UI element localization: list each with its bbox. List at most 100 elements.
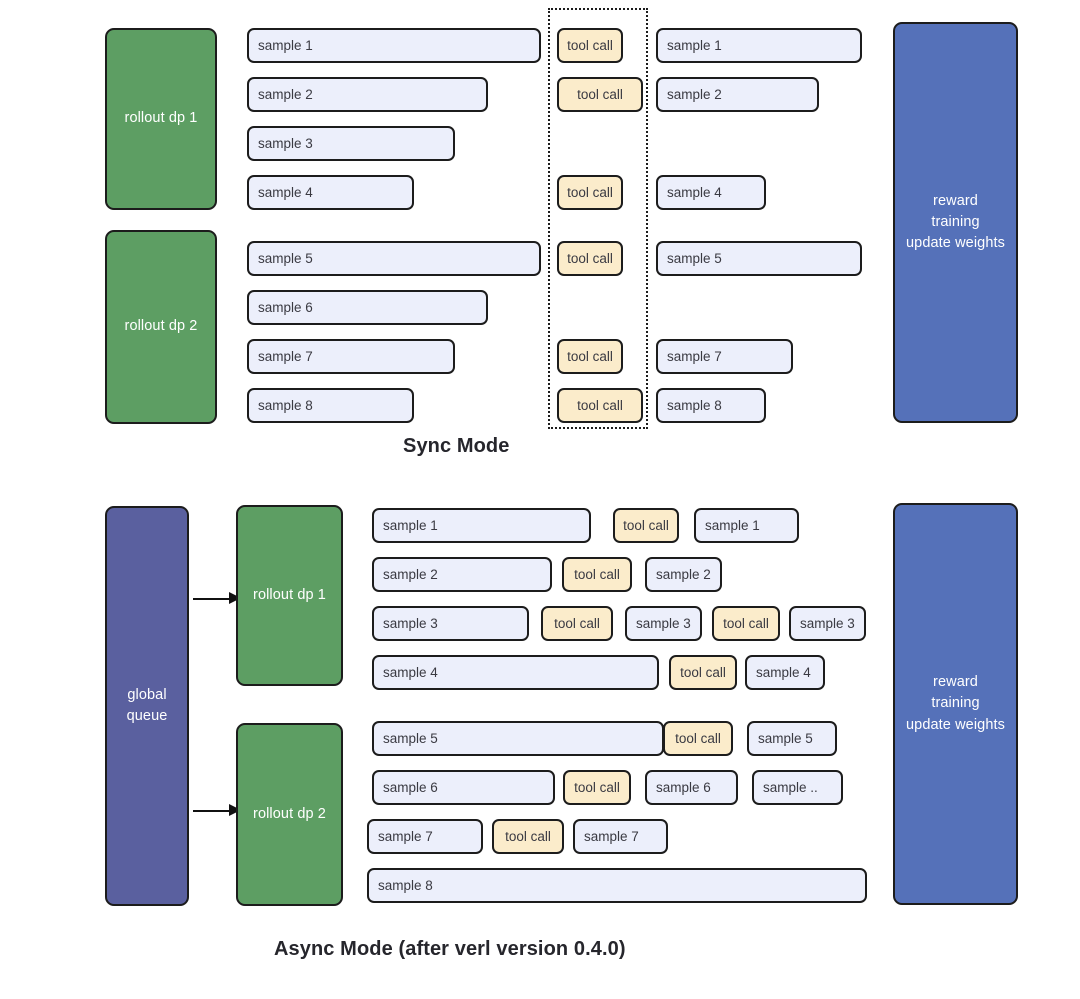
sync-sample-after-bar[interactable]: sample 8 <box>656 388 766 423</box>
async-segment-label: sample 2 <box>656 567 711 582</box>
async-segment-label: sample 8 <box>378 878 433 893</box>
sync-sample-label: sample 7 <box>258 349 313 364</box>
async-reward-line: training <box>931 695 980 712</box>
sync-sample-after-label: sample 4 <box>667 185 722 200</box>
sync-reward-line: training <box>931 213 980 230</box>
sync-tool-call-pill[interactable]: tool call <box>557 388 643 423</box>
sync-tool-call-pill[interactable]: tool call <box>557 175 623 210</box>
sync-tool-call-pill[interactable]: tool call <box>557 28 623 63</box>
sync-sample-after-bar[interactable]: sample 1 <box>656 28 862 63</box>
async-reward-block[interactable]: reward training update weights <box>893 503 1018 905</box>
async-segment-label: tool call <box>723 616 769 631</box>
async-sample-bar[interactable]: sample 3 <box>789 606 866 641</box>
sync-sample-label: sample 6 <box>258 300 313 315</box>
async-segment-label: tool call <box>680 665 726 680</box>
sync-tool-call-label: tool call <box>567 38 613 53</box>
sync-sample-bar[interactable]: sample 2 <box>247 77 488 112</box>
sync-tool-call-pill[interactable]: tool call <box>557 339 623 374</box>
async-sample-bar[interactable]: sample 4 <box>372 655 659 690</box>
async-sample-bar[interactable]: sample 7 <box>573 819 668 854</box>
async-segment-label: sample 4 <box>756 665 811 680</box>
sync-tool-call-label: tool call <box>567 185 613 200</box>
sync-sample-after-label: sample 1 <box>667 38 722 53</box>
async-global-queue-block[interactable]: global queue <box>105 506 189 906</box>
async-segment-label: tool call <box>574 567 620 582</box>
sync-sample-bar[interactable]: sample 1 <box>247 28 541 63</box>
sync-sample-bar[interactable]: sample 8 <box>247 388 414 423</box>
sync-sample-bar[interactable]: sample 3 <box>247 126 455 161</box>
async-segment-label: tool call <box>554 616 600 631</box>
sync-sample-after-label: sample 8 <box>667 398 722 413</box>
async-rollout-dp-1-block[interactable]: rollout dp 1 <box>236 505 343 686</box>
sync-sample-label: sample 5 <box>258 251 313 266</box>
async-sample-bar[interactable]: sample 2 <box>645 557 722 592</box>
async-segment-label: tool call <box>675 731 721 746</box>
sync-sample-after-bar[interactable]: sample 2 <box>656 77 819 112</box>
async-segment-label: sample 4 <box>383 665 438 680</box>
async-segment-label: sample 6 <box>383 780 438 795</box>
async-sample-bar[interactable]: sample .. <box>752 770 843 805</box>
sync-rollout-dp-1-label: rollout dp 1 <box>124 110 198 127</box>
async-tool-call-pill[interactable]: tool call <box>492 819 564 854</box>
async-sample-bar[interactable]: sample 8 <box>367 868 867 903</box>
async-segment-label: sample 7 <box>584 829 639 844</box>
async-rollout-dp-2-label: rollout dp 2 <box>253 805 326 822</box>
sync-sample-bar[interactable]: sample 4 <box>247 175 414 210</box>
sync-rollout-dp-1-block[interactable]: rollout dp 1 <box>105 28 217 210</box>
async-tool-call-pill[interactable]: tool call <box>712 606 780 641</box>
async-segment-label: tool call <box>623 518 669 533</box>
async-sample-bar[interactable]: sample 3 <box>372 606 529 641</box>
sync-rollout-dp-2-block[interactable]: rollout dp 2 <box>105 230 217 424</box>
sync-reward-line: update weights <box>906 235 1005 251</box>
async-sample-bar[interactable]: sample 5 <box>372 721 664 756</box>
async-segment-label: sample 3 <box>636 616 691 631</box>
sync-tool-call-label: tool call <box>567 349 613 364</box>
sync-mode-caption: Sync Mode <box>403 435 510 457</box>
async-segment-label: sample 3 <box>800 616 855 631</box>
async-reward-line: update weights <box>906 716 1005 733</box>
sync-sample-bar[interactable]: sample 5 <box>247 241 541 276</box>
sync-rollout-dp-2-label: rollout dp 2 <box>124 318 198 335</box>
sync-sample-after-label: sample 7 <box>667 349 722 364</box>
sync-sample-after-bar[interactable]: sample 5 <box>656 241 862 276</box>
async-segment-label: sample 5 <box>383 731 438 746</box>
async-sample-bar[interactable]: sample 3 <box>625 606 702 641</box>
async-tool-call-pill[interactable]: tool call <box>541 606 613 641</box>
async-tool-call-pill[interactable]: tool call <box>563 770 631 805</box>
async-sample-bar[interactable]: sample 7 <box>367 819 483 854</box>
async-mode-caption: Async Mode (after verl version 0.4.0) <box>274 938 626 960</box>
async-tool-call-pill[interactable]: tool call <box>562 557 632 592</box>
async-segment-label: sample 1 <box>383 518 438 533</box>
async-tool-call-pill[interactable]: tool call <box>663 721 733 756</box>
sync-sample-after-bar[interactable]: sample 4 <box>656 175 766 210</box>
async-sample-bar[interactable]: sample 5 <box>747 721 837 756</box>
sync-sample-label: sample 1 <box>258 38 313 53</box>
async-tool-call-pill[interactable]: tool call <box>613 508 679 543</box>
async-sample-bar[interactable]: sample 2 <box>372 557 552 592</box>
async-sample-bar[interactable]: sample 6 <box>645 770 738 805</box>
async-global-queue-line: global <box>127 686 167 703</box>
sync-sample-bar[interactable]: sample 6 <box>247 290 488 325</box>
async-sample-bar[interactable]: sample 1 <box>372 508 591 543</box>
sync-sample-after-label: sample 5 <box>667 251 722 266</box>
sync-tool-call-label: tool call <box>567 251 613 266</box>
sync-tool-call-pill[interactable]: tool call <box>557 77 643 112</box>
sync-sample-bar[interactable]: sample 7 <box>247 339 455 374</box>
sync-reward-block[interactable]: reward training update weights <box>893 22 1018 423</box>
async-sample-bar[interactable]: sample 4 <box>745 655 825 690</box>
async-segment-label: sample 7 <box>378 829 433 844</box>
sync-toolcall-group-outline <box>548 8 648 429</box>
async-rollout-dp-2-block[interactable]: rollout dp 2 <box>236 723 343 906</box>
async-sample-bar[interactable]: sample 1 <box>694 508 799 543</box>
async-segment-label: sample 3 <box>383 616 438 631</box>
sync-sample-after-bar[interactable]: sample 7 <box>656 339 793 374</box>
async-sample-bar[interactable]: sample 6 <box>372 770 555 805</box>
async-reward-line: reward <box>933 674 978 691</box>
async-tool-call-pill[interactable]: tool call <box>669 655 737 690</box>
sync-tool-call-label: tool call <box>577 87 623 102</box>
async-segment-label: sample 1 <box>705 518 760 533</box>
sync-tool-call-pill[interactable]: tool call <box>557 241 623 276</box>
async-segment-label: sample 6 <box>656 780 711 795</box>
sync-sample-label: sample 4 <box>258 185 313 200</box>
